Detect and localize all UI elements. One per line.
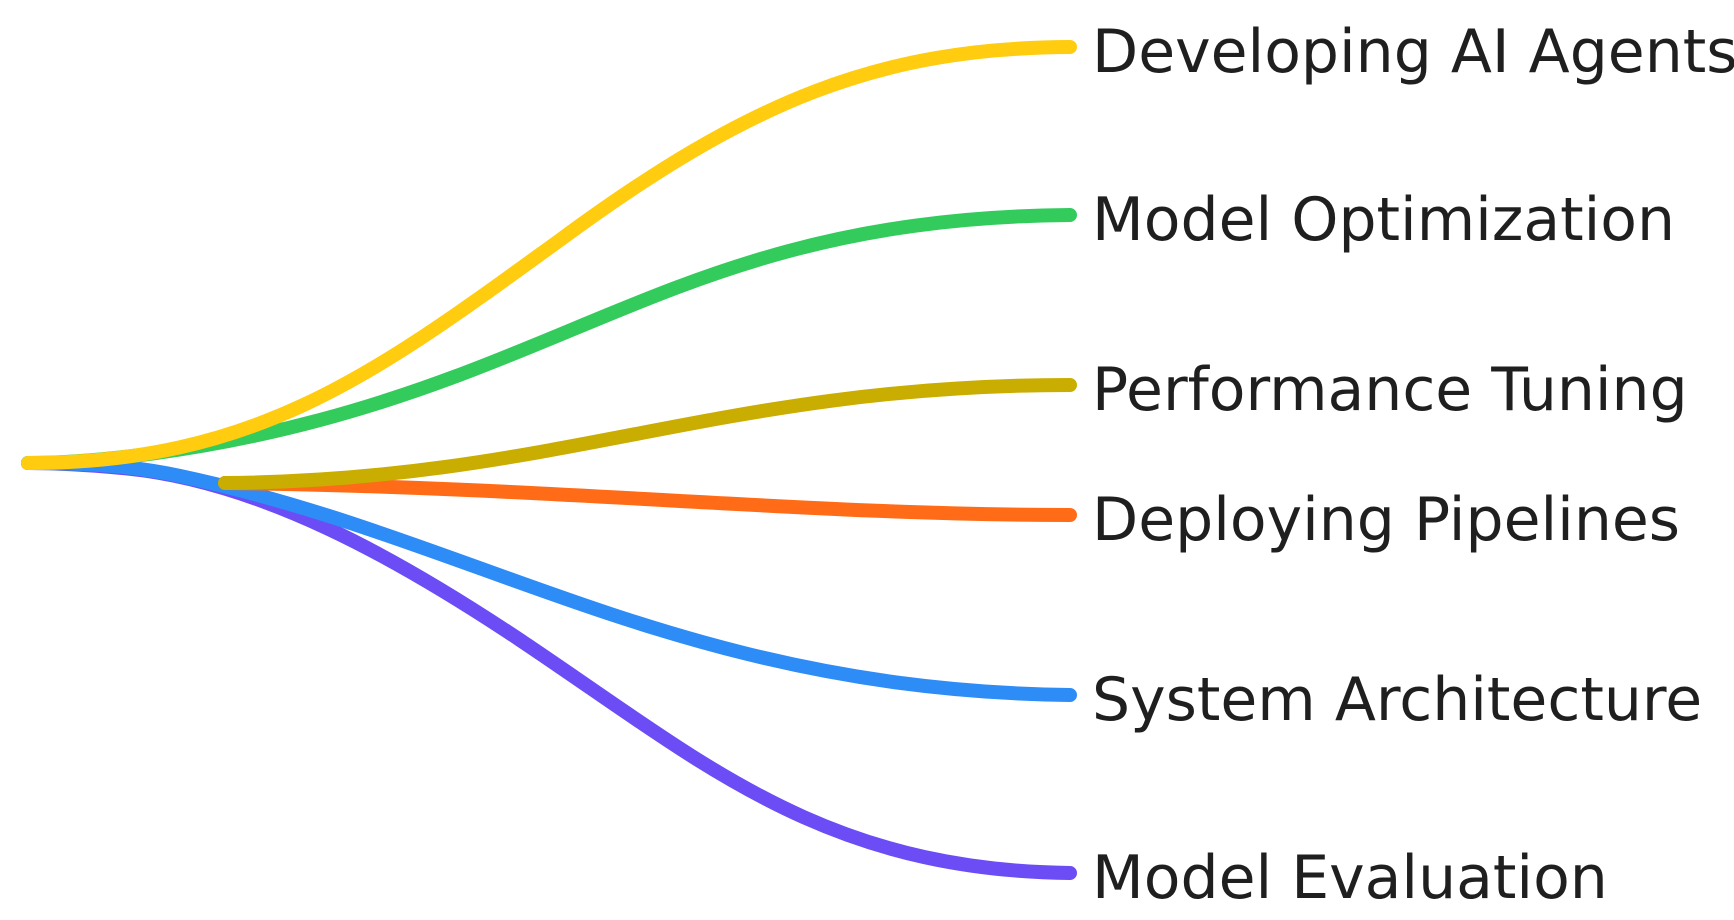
branch-line-deploying-pipelines — [218, 476, 1077, 522]
branch-label-model-evaluation: Model Evaluation — [1092, 843, 1608, 913]
branch-label-model-optimization: Model Optimization — [1092, 185, 1675, 255]
branch-line-performance-tuning — [218, 378, 1077, 490]
branch-line-model-evaluation — [21, 456, 1077, 880]
branch-line-developing-ai-agents — [21, 40, 1077, 470]
branch-label-deploying-pipelines: Deploying Pipelines — [1092, 485, 1680, 555]
branch-label-developing-ai-agents: Developing AI Agents — [1092, 17, 1734, 87]
branch-label-system-architecture: System Architecture — [1092, 665, 1702, 735]
branch-label-performance-tuning: Performance Tuning — [1092, 355, 1688, 425]
branch-line-system-architecture — [21, 456, 1077, 702]
